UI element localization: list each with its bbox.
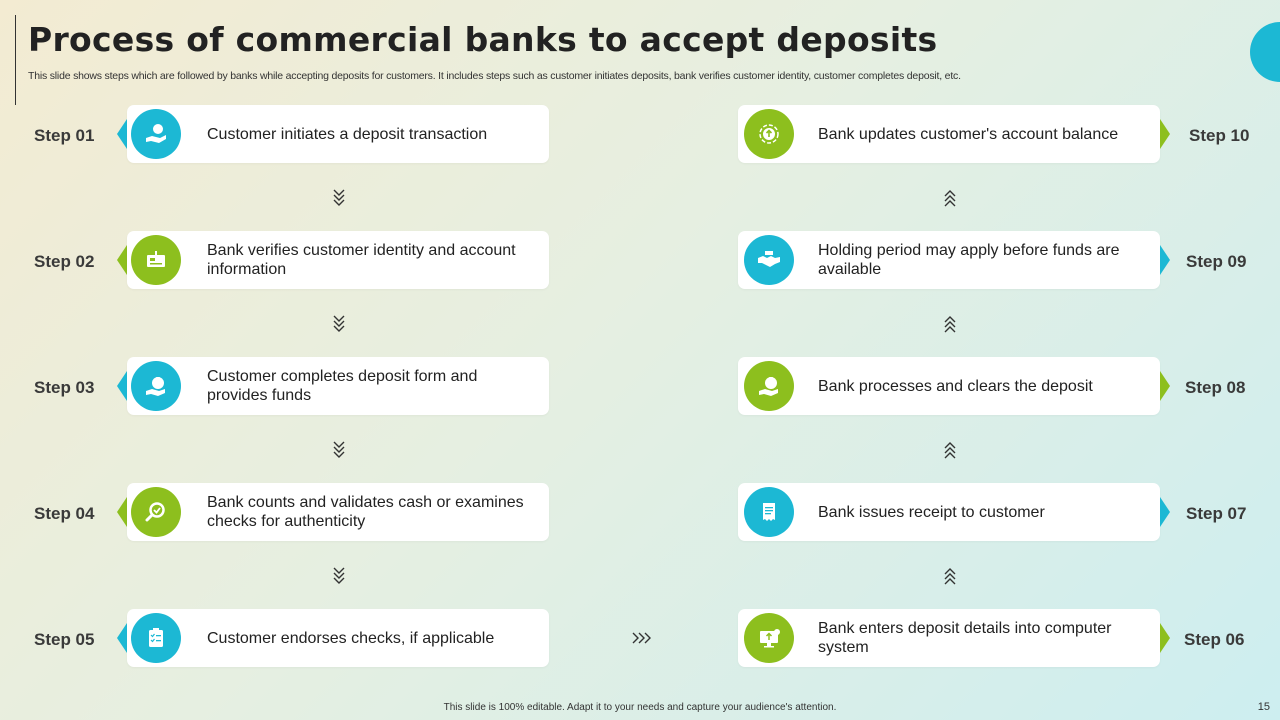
footer-note: This slide is 100% editable. Adapt it to… xyxy=(443,702,837,713)
step-label: Step 01 xyxy=(34,126,95,145)
pointer-arrow xyxy=(117,497,127,527)
pointer-arrow xyxy=(1160,371,1170,401)
step-card-01: Customer initiates a deposit transaction xyxy=(127,105,549,163)
title-accent-line xyxy=(15,15,16,105)
chevron-down-icon xyxy=(332,314,346,334)
step-text: Bank updates customer's account balance xyxy=(818,125,1119,143)
step-card-10: Bank updates customer's account balance xyxy=(738,105,1160,163)
pointer-arrow xyxy=(117,371,127,401)
step-label: Step 03 xyxy=(34,378,95,397)
step-card-08: Bank processes and clears the deposit xyxy=(738,357,1160,415)
chevron-down-icon xyxy=(332,440,346,460)
step-text: Customer initiates a deposit transaction xyxy=(207,125,488,143)
step-text: Bank processes and clears the deposit xyxy=(818,377,1093,395)
step-card-06: Bank enters deposit details into compute… xyxy=(738,609,1160,667)
page-number: 15 xyxy=(1257,701,1270,713)
receipt-icon xyxy=(744,487,794,537)
chevron-up-icon xyxy=(943,440,957,460)
balance-update-icon xyxy=(744,109,794,159)
clipboard-check-icon xyxy=(131,613,181,663)
pointer-arrow xyxy=(1160,623,1170,653)
handshake-icon xyxy=(744,235,794,285)
money-bag-hand-icon xyxy=(131,361,181,411)
step-label: Step 07 xyxy=(1186,504,1247,523)
step-label: Step 10 xyxy=(1189,126,1250,145)
step-label: Step 05 xyxy=(34,630,95,649)
step-card-04: Bank counts and validates cash or examin… xyxy=(127,483,549,541)
step-card-09: Holding period may apply before funds ar… xyxy=(738,231,1160,289)
pointer-arrow xyxy=(117,623,127,653)
chevron-up-icon xyxy=(943,188,957,208)
page-title: Process of commercial banks to accept de… xyxy=(28,20,938,59)
chevron-up-icon xyxy=(943,314,957,334)
step-text: Bank counts and validates cash or examin… xyxy=(207,494,524,530)
pointer-arrow xyxy=(1160,245,1170,275)
pointer-arrow xyxy=(1160,119,1170,149)
money-bag-hand-icon xyxy=(744,361,794,411)
pointer-arrow xyxy=(1160,497,1170,527)
hand-coin-icon xyxy=(131,109,181,159)
step-card-03: Customer completes deposit form and prov… xyxy=(127,357,549,415)
pointer-arrow xyxy=(117,245,127,275)
step-text: Bank enters deposit details into compute… xyxy=(818,620,1112,656)
chevron-right-icon xyxy=(631,631,653,645)
step-label: Step 06 xyxy=(1184,630,1245,649)
step-text: Customer completes deposit form and prov… xyxy=(207,368,478,404)
magnifier-check-icon xyxy=(131,487,181,537)
step-card-02: Bank verifies customer identity and acco… xyxy=(127,231,549,289)
step-label: Step 02 xyxy=(34,252,95,271)
chevron-up-icon xyxy=(943,566,957,586)
step-text: Holding period may apply before funds ar… xyxy=(818,242,1120,278)
decorative-circle xyxy=(1250,22,1280,82)
step-text: Bank verifies customer identity and acco… xyxy=(207,242,516,278)
step-card-07: Bank issues receipt to customer xyxy=(738,483,1160,541)
chevron-down-icon xyxy=(332,566,346,586)
step-card-05: Customer endorses checks, if applicable xyxy=(127,609,549,667)
pointer-arrow xyxy=(117,119,127,149)
step-text: Bank issues receipt to customer xyxy=(818,503,1045,521)
step-label: Step 04 xyxy=(34,504,95,523)
chevron-down-icon xyxy=(332,188,346,208)
step-label: Step 09 xyxy=(1186,252,1247,271)
id-card-icon xyxy=(131,235,181,285)
step-label: Step 08 xyxy=(1185,378,1246,397)
computer-upload-icon xyxy=(744,613,794,663)
page-subtitle: This slide shows steps which are followe… xyxy=(28,70,961,82)
step-text: Customer endorses checks, if applicable xyxy=(207,629,495,647)
